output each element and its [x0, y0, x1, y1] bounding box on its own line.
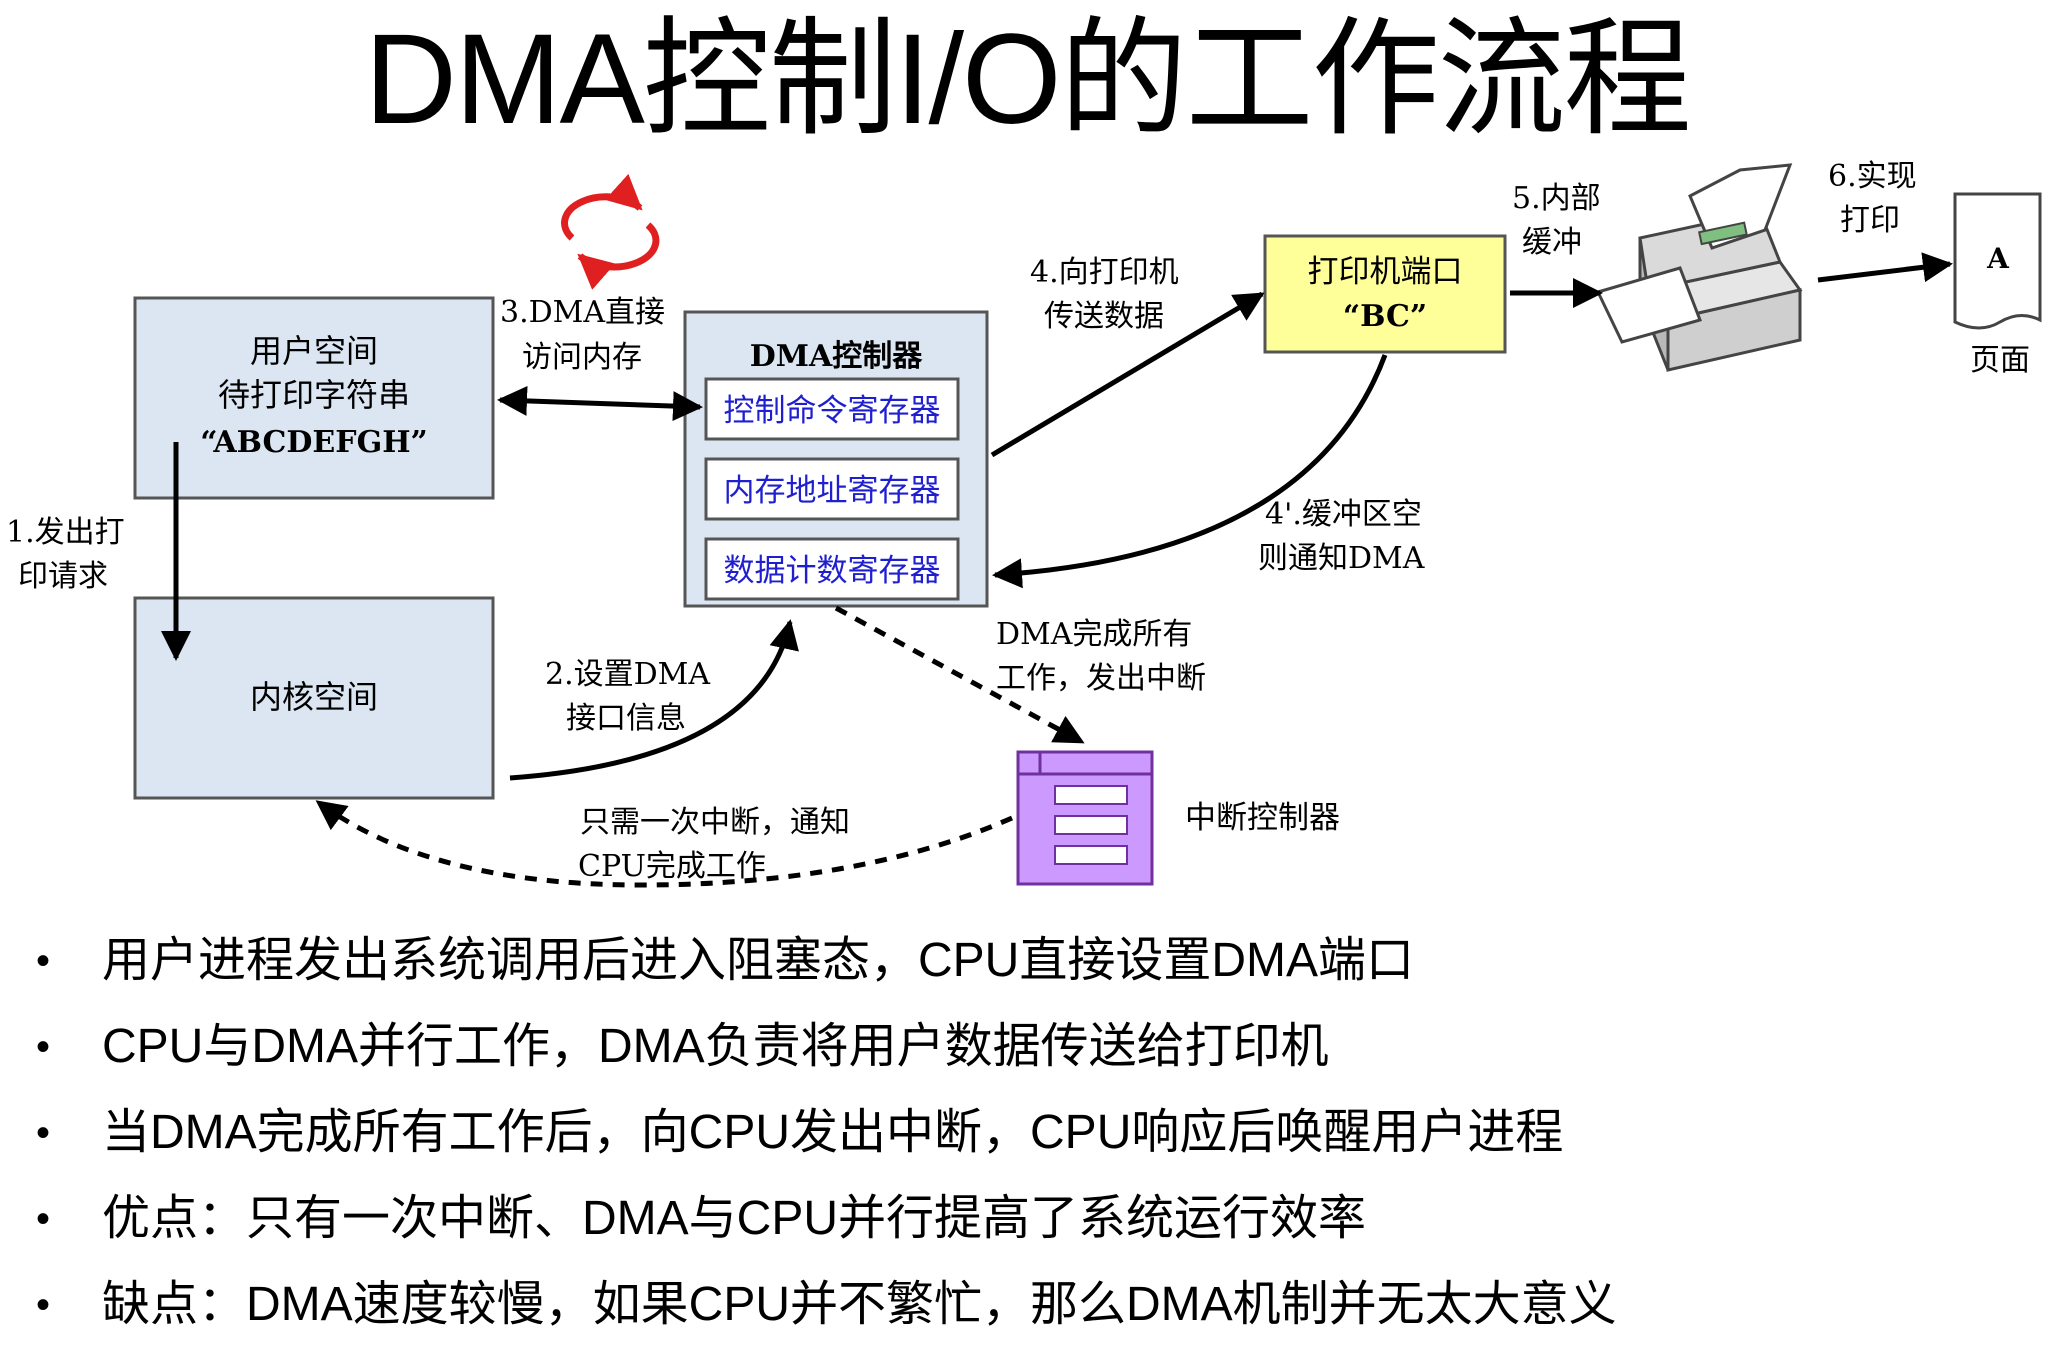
step4-label-line2: 传送数据	[1044, 299, 1164, 334]
dma-done-label-line1: DMA完成所有	[996, 617, 1192, 652]
notify-cpu-label-line2: CPU完成工作	[578, 849, 766, 884]
interrupt-controller-box	[1016, 750, 1154, 886]
dma-workflow-diagram: 用户空间 待打印字符串 “ABCDEFGH” 内核空间 DMA控制器 控制命令寄…	[6, 159, 2042, 888]
dma-done-label-line2: 工作，发出中断	[996, 661, 1206, 696]
print-arrow	[1817, 252, 1953, 283]
bullet-item: •当DMA完成所有工作后，向CPU发出中断，CPU响应后唤醒用户进程	[30, 1090, 2030, 1176]
notify-cpu-label-line1: 只需一次中断，通知	[580, 805, 850, 840]
bullet-dot-icon: •	[36, 1197, 51, 1241]
bullet-item: •用户进程发出系统调用后进入阻塞态，CPU直接设置DMA端口	[30, 918, 2030, 1004]
pending-string-label: 待打印字符串	[218, 376, 410, 414]
dma-interrupt-arrow	[834, 605, 1085, 745]
step3-label-line2: 访问内存	[522, 340, 642, 375]
step6-label-line1: 6.实现	[1828, 159, 1917, 194]
cycle-arrows-icon	[561, 173, 660, 290]
printer-icon	[1595, 163, 1803, 372]
bullet-dot-icon: •	[36, 1283, 51, 1327]
slide-title: DMA控制I/O的工作流程	[364, 8, 1691, 151]
bullet-item: •优点：只有一次中断、DMA与CPU并行提高了系统运行效率	[30, 1176, 2030, 1262]
page-icon: A	[1953, 192, 2042, 330]
bullet-dot-icon: •	[36, 1025, 51, 1069]
page-letter: A	[1986, 242, 2010, 275]
user-space-box: 用户空间 待打印字符串 “ABCDEFGH”	[133, 296, 495, 500]
step2-label-line2: 接口信息	[566, 701, 686, 736]
control-command-register: 控制命令寄存器	[724, 393, 941, 429]
printer-port-box: 打印机端口 “BC”	[1263, 234, 1507, 354]
step5-label-line2: 缓冲	[1522, 225, 1582, 260]
printer-port-label: 打印机端口	[1308, 254, 1463, 290]
step6-label-line2: 打印	[1840, 203, 1900, 238]
bullet-dot-icon: •	[36, 939, 51, 983]
printer-port-name: “BC”	[1343, 299, 1427, 334]
bullet-dot-icon: •	[36, 1111, 51, 1155]
bullet-item: •缺点：DMA速度较慢，如果CPU并不繁忙，那么DMA机制并无太大意义	[30, 1262, 2030, 1348]
interrupt-controller-label: 中断控制器	[1185, 800, 1340, 836]
page-label: 页面	[1970, 343, 2030, 378]
step3-label-line1: 3.DMA直接	[500, 295, 665, 330]
buffer-empty-notify-arrow	[992, 354, 1388, 589]
step4b-label-line1: 4'.缓冲区空	[1265, 497, 1422, 532]
notify-cpu-arrow	[315, 799, 1014, 888]
pending-string-value: “ABCDEFGH”	[200, 425, 428, 460]
bullet-list: •用户进程发出系统调用后进入阻塞态，CPU直接设置DMA端口 •CPU与DMA并…	[30, 918, 2030, 1348]
kernel-space-label: 内核空间	[250, 678, 378, 716]
step2-label-line1: 2.设置DMA	[545, 657, 710, 692]
step5-label-line1: 5.内部	[1512, 181, 1601, 216]
transfer-to-printer-arrow	[990, 291, 1265, 458]
kernel-space-box: 内核空间	[133, 596, 495, 800]
memory-address-register: 内存地址寄存器	[724, 473, 941, 509]
step1-label-line2: 印请求	[18, 559, 108, 594]
dma-controller-box: DMA控制器 控制命令寄存器 内存地址寄存器 数据计数寄存器	[683, 310, 989, 608]
step4-label-line1: 4.向打印机	[1030, 255, 1179, 290]
step1-label-line1: 1.发出打	[6, 515, 125, 550]
step4b-label-line2: 则通知DMA	[1258, 541, 1425, 576]
data-count-register: 数据计数寄存器	[724, 553, 941, 589]
direct-memory-access-arrow	[497, 385, 703, 422]
dma-controller-title: DMA控制器	[750, 339, 923, 374]
bullet-item: •CPU与DMA并行工作，DMA负责将用户数据传送给打印机	[30, 1004, 2030, 1090]
setup-dma-arrow	[509, 619, 799, 781]
user-space-label: 用户空间	[250, 332, 378, 370]
